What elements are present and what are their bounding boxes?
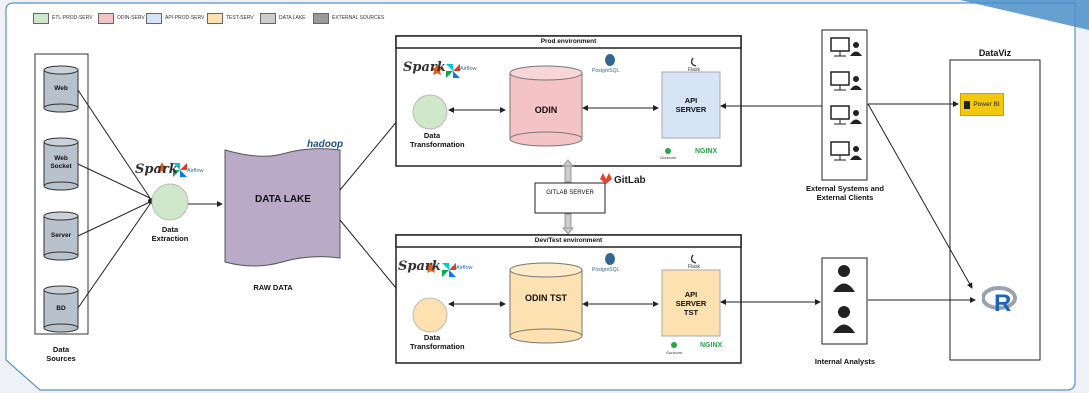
edge-websocket: [77, 163, 151, 199]
gitlab-server-box: [534, 182, 606, 214]
airflow-logo-extract: Airflow: [187, 168, 204, 174]
test-odin-label: ODIN TST: [525, 293, 567, 303]
edge-web: [77, 89, 151, 199]
gunicorn-icon-test: [671, 342, 677, 348]
source-label-server: Server: [50, 232, 72, 239]
computer-user-icon-1: [830, 37, 862, 57]
prod-transform-node: [412, 94, 448, 130]
spark-star-icon: [431, 64, 443, 75]
spark-logo-prod: Spark: [403, 60, 446, 75]
test-transform-label: Data Transformation: [410, 333, 465, 351]
hadoop-logo: hadoop: [307, 139, 344, 150]
nginx-logo-prod: NGINX: [695, 148, 718, 155]
datalake-shape: [224, 148, 341, 267]
source-label-web: Web: [54, 85, 68, 92]
dataviz-title: DataViz: [978, 48, 1012, 58]
gitlab-icon: [600, 173, 612, 184]
airflow-icon-extract: [173, 163, 187, 177]
sources-caption: Data Sources: [46, 345, 76, 363]
prod-api-box: [661, 71, 721, 139]
test-api-label: API SERVER TST: [675, 290, 707, 317]
postgres-icon: [605, 54, 615, 66]
prod-api-label: API SERVER: [675, 96, 707, 114]
legend-item-external: EXTERNAL SOURCES: [313, 11, 384, 25]
source-cylinder-websocket: [43, 137, 79, 191]
legend-item-test: TEST-SERV: [207, 11, 254, 25]
edge-bd: [77, 203, 151, 309]
internal-label: Internal Analysts: [814, 357, 876, 366]
raw-data-label: RAW DATA: [253, 283, 293, 292]
external-systems-box: [821, 29, 868, 181]
spark-logo-test: Spark: [398, 259, 441, 274]
legend-item-api: API-PROD-SERV: [146, 11, 204, 25]
computer-user-icon-2: [830, 71, 862, 91]
edge-external-r: [867, 103, 973, 289]
r-logo[interactable]: R: [981, 284, 1020, 318]
spark-logo-extract: Spark: [135, 162, 178, 177]
r-label: R: [994, 290, 1012, 317]
powerbi-icon: [964, 100, 971, 109]
airflow-icon-test: [442, 263, 456, 277]
edge-server: [77, 201, 151, 237]
spark-star-icon-test: [425, 262, 437, 273]
test-api-box: [661, 269, 721, 337]
gunicorn-logo-test: Gunicorn: [666, 350, 683, 355]
postgres-logo-prod: PostgreSQL: [592, 68, 620, 74]
source-cylinder-bd: [43, 285, 79, 333]
gunicorn-icon: [665, 148, 671, 154]
flask-icon: [690, 57, 697, 67]
extraction-label: Data Extraction: [151, 225, 189, 243]
datalake-label: DATA LAKE: [255, 194, 311, 205]
legend-item-datalake: DATA LAKE: [260, 11, 306, 25]
postgres-logo-test: PostgreSQL: [592, 267, 620, 273]
gitlab-logo: GitLab: [614, 175, 646, 186]
test-transform-node: [412, 297, 448, 333]
flask-logo-test: Flask: [688, 264, 700, 270]
prod-transform-label: Data Transformation: [410, 131, 465, 149]
r-logo-icon: [981, 286, 1017, 310]
gunicorn-logo-prod: Gunicorn: [660, 155, 677, 160]
flask-icon-test: [690, 254, 697, 264]
analyst-icon-1: [833, 265, 855, 292]
computer-user-icon-3: [830, 105, 862, 125]
source-cylinder-web: [43, 65, 79, 113]
test-env-title: Dev/Test environment: [534, 237, 603, 244]
flask-logo-prod: Flask: [688, 67, 700, 73]
external-label: External Systems and External Clients: [806, 184, 884, 202]
prod-odin-label: ODIN: [534, 105, 558, 115]
test-odin-cylinder: [509, 262, 583, 344]
source-label-websocket: Web Socket: [50, 155, 72, 170]
powerbi-label: Power BI: [973, 101, 1000, 108]
gitlab-server-label: GITLAB SERVER: [546, 190, 594, 196]
legend-item-etl: ETL-PROD-SERV: [33, 11, 92, 25]
prod-odin-cylinder: [509, 65, 583, 147]
prod-env-title: Prod environment: [540, 38, 597, 45]
corner-accent: [960, 0, 1089, 30]
source-cylinder-server: [43, 211, 79, 261]
airflow-icon: [446, 64, 460, 78]
postgres-icon-test: [605, 253, 615, 265]
nginx-logo-test: NGINX: [700, 342, 723, 349]
spark-star-icon-extract: [156, 162, 168, 173]
airflow-logo-test: Airflow: [456, 265, 473, 271]
powerbi-tile[interactable]: Power BI: [960, 93, 1004, 116]
source-label-bd: BD: [56, 305, 66, 312]
analyst-icon-2: [833, 306, 855, 333]
legend-item-odin: ODIN-SERV: [98, 11, 145, 25]
computer-user-icon-4: [830, 141, 862, 161]
airflow-logo-prod: Airflow: [460, 66, 477, 72]
extraction-node: [151, 183, 189, 221]
